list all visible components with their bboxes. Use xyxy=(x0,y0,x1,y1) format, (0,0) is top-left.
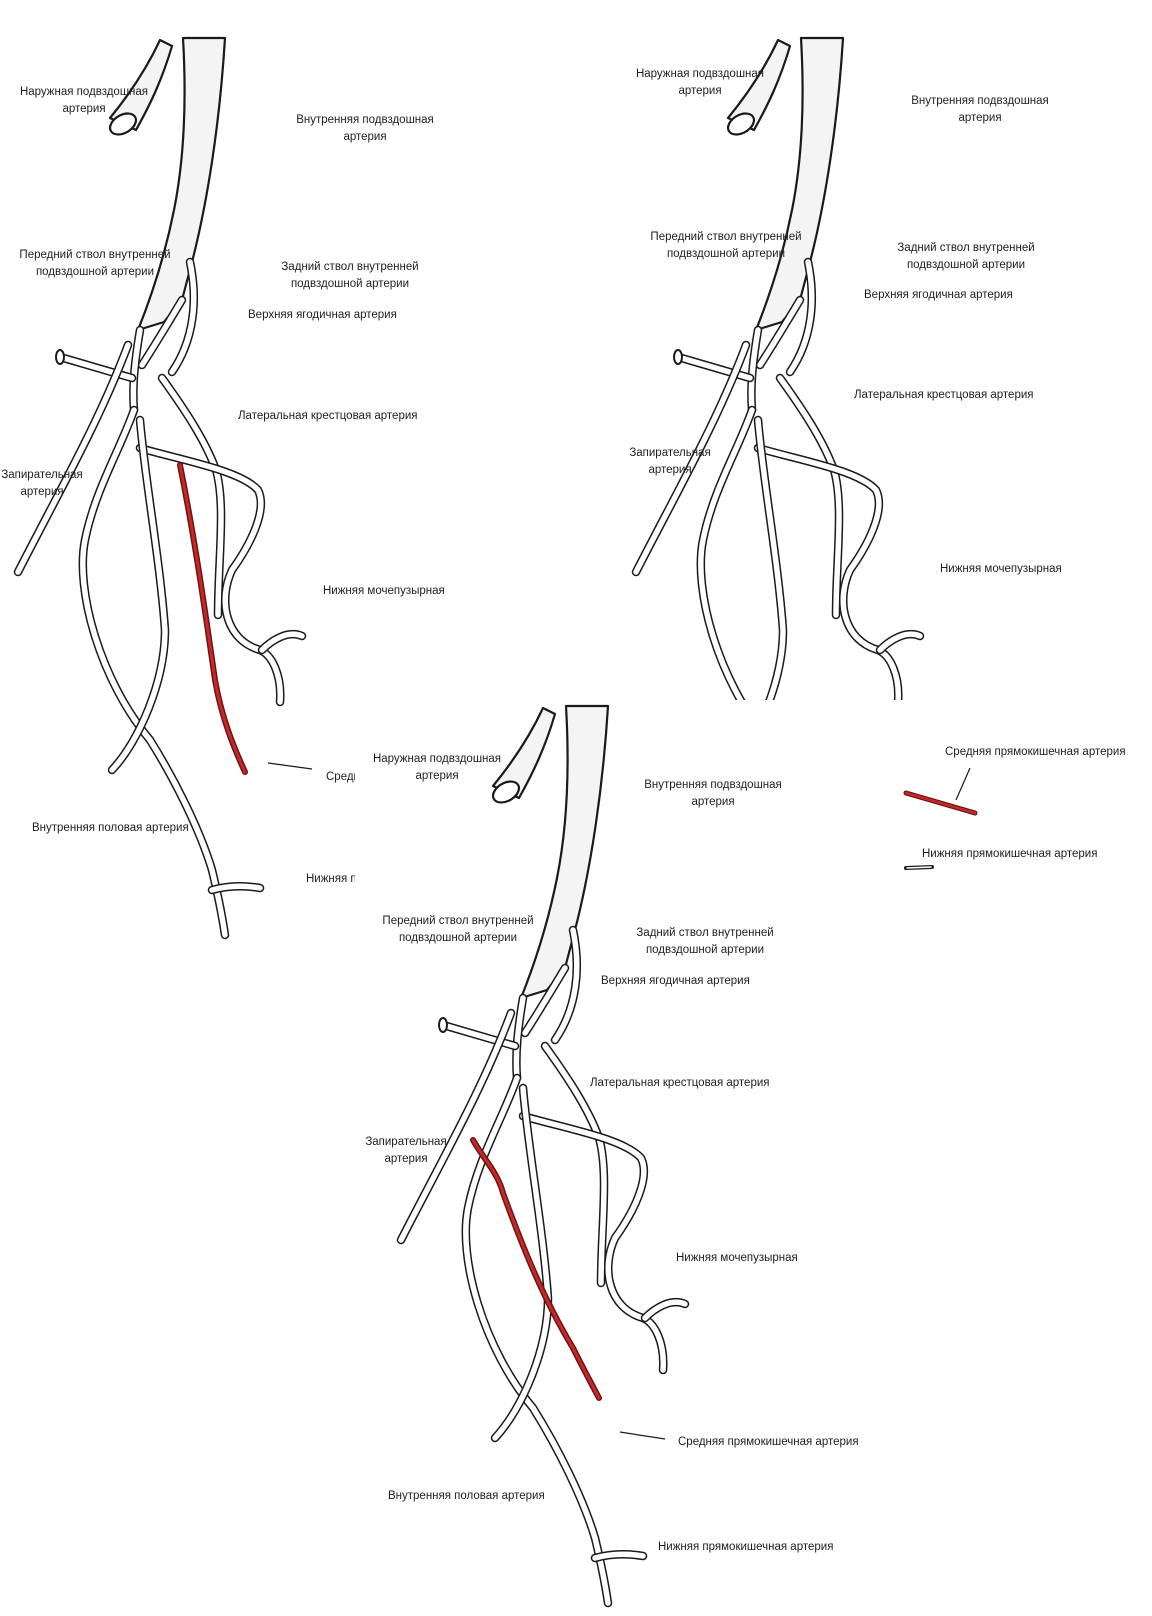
svg-text:Нижняя п: Нижняя п xyxy=(306,873,357,885)
svg-text:артерия: артерия xyxy=(343,131,386,143)
svg-text:Средняя прямокишечная артерия: Средняя прямокишечная артерия xyxy=(678,1436,859,1448)
svg-text:артерия: артерия xyxy=(384,1153,427,1165)
svg-text:Запирательная: Запирательная xyxy=(629,447,710,459)
label-posterior-trunk-1: Задний ствол внутренней xyxy=(636,927,773,939)
svg-text:Верхняя ягодичная артерия: Верхняя ягодичная артерия xyxy=(601,975,750,987)
svg-text:артерия: артерия xyxy=(958,112,1001,124)
label-obturator-2: артерия xyxy=(20,486,63,498)
svg-text:Задний ствол внутренней: Задний ствол внутренней xyxy=(897,242,1034,254)
label-internal-iliac-2: артерия xyxy=(343,131,386,143)
label-internal-iliac-1: Внутренняя подвздошная xyxy=(296,114,434,126)
label-posterior-trunk-1: Задний ствол внутренней xyxy=(281,261,418,273)
label-superior-gluteal: Верхняя ягодичная артерия xyxy=(864,289,1013,301)
label-anterior-trunk-2: подвздошной артерии xyxy=(36,266,154,278)
label-superior-gluteal: Верхняя ягодичная артерия xyxy=(248,309,397,321)
label-inferior-rectal: Нижняя прямокишечная артерия xyxy=(658,1541,833,1553)
label-middle-rectal-cut: Средн xyxy=(326,771,360,783)
label-posterior-trunk-2: подвздошной артерии xyxy=(907,259,1025,271)
label-external-iliac-1: Наружная подвздошная xyxy=(636,68,764,80)
label-internal-iliac-1: Внутренняя подвздошная xyxy=(644,779,782,791)
svg-text:Латеральная крестцовая артерия: Латеральная крестцовая артерия xyxy=(590,1077,770,1089)
svg-text:Запирательная: Запирательная xyxy=(365,1136,446,1148)
svg-text:Передний ствол внутренней: Передний ствол внутренней xyxy=(650,231,801,243)
label-anterior-trunk-1: Передний ствол внутренней xyxy=(382,915,533,927)
svg-text:подвздошной артерии: подвздошной артерии xyxy=(646,944,764,956)
svg-text:Передний ствол внутренней: Передний ствол внутренней xyxy=(382,915,533,927)
label-obturator-1: Запирательная xyxy=(1,469,82,481)
svg-text:Верхняя ягодичная артерия: Верхняя ягодичная артерия xyxy=(864,289,1013,301)
legend-middle-rectal-label: Средняя прямокишечная артерия xyxy=(945,746,1126,758)
svg-text:подвздошной артерии: подвздошной артерии xyxy=(399,932,517,944)
svg-text:Задний ствол внутренней: Задний ствол внутренней xyxy=(281,261,418,273)
svg-text:подвздошной артерии: подвздошной артерии xyxy=(36,266,154,278)
svg-text:Внутренняя подвздошная: Внутренняя подвздошная xyxy=(911,95,1049,107)
svg-text:подвздошной артерии: подвздошной артерии xyxy=(907,259,1025,271)
svg-text:артерия: артерия xyxy=(691,796,734,808)
label-posterior-trunk-2: подвздошной артерии xyxy=(291,278,409,290)
label-obturator-2: артерия xyxy=(384,1153,427,1165)
label-middle-rectal: Средняя прямокишечная артерия xyxy=(678,1436,859,1448)
label-inferior-vesical: Нижняя мочепузырная xyxy=(676,1252,798,1264)
panel-bottom xyxy=(355,700,895,1616)
label-superior-gluteal: Верхняя ягодичная артерия xyxy=(601,975,750,987)
svg-text:подвздошной артерии: подвздошной артерии xyxy=(291,278,409,290)
svg-text:Верхняя ягодичная артерия: Верхняя ягодичная артерия xyxy=(248,309,397,321)
svg-text:Наружная подвздошная: Наружная подвздошная xyxy=(20,86,148,98)
label-anterior-trunk-2: подвздошной артерии xyxy=(399,932,517,944)
label-external-iliac-2: артерия xyxy=(415,770,458,782)
svg-text:подвздошной артерии: подвздошной артерии xyxy=(667,248,785,260)
svg-text:Внутренняя подвздошная: Внутренняя подвздошная xyxy=(644,779,782,791)
svg-text:Нижняя мочепузырная: Нижняя мочепузырная xyxy=(323,585,445,597)
label-lateral-sacral: Латеральная крестцовая артерия xyxy=(590,1077,770,1089)
label-obturator-1: Запирательная xyxy=(629,447,710,459)
label-inferior-rectal-cut: Нижняя п xyxy=(306,873,357,885)
label-lateral-sacral: Латеральная крестцовая артерия xyxy=(238,410,418,422)
svg-text:артерия: артерия xyxy=(648,464,691,476)
label-posterior-trunk-1: Задний ствол внутренней xyxy=(897,242,1034,254)
svg-text:артерия: артерия xyxy=(678,85,721,97)
svg-text:артерия: артерия xyxy=(20,486,63,498)
label-obturator-2: артерия xyxy=(648,464,691,476)
label-external-iliac-2: артерия xyxy=(62,103,105,115)
labels-top-right: Наружная подвздошная артерия Внутренняя … xyxy=(629,68,1061,575)
svg-text:Нижняя мочепузырная: Нижняя мочепузырная xyxy=(676,1252,798,1264)
svg-text:Нижняя мочепузырная: Нижняя мочепузырная xyxy=(940,563,1062,575)
label-anterior-trunk-2: подвздошной артерии xyxy=(667,248,785,260)
label-internal-pudendal: Внутренняя половая артерия xyxy=(32,822,189,834)
legend: Средняя прямокишечная артерия Нижняя пря… xyxy=(906,746,1126,868)
label-internal-iliac-1: Внутренняя подвздошная xyxy=(911,95,1049,107)
svg-text:Нижняя прямокишечная артерия: Нижняя прямокишечная артерия xyxy=(658,1541,833,1553)
svg-text:Нижняя прямокишечная артерия: Нижняя прямокишечная артерия xyxy=(922,848,1097,860)
label-inferior-vesical: Нижняя мочепузырная xyxy=(940,563,1062,575)
svg-text:Запирательная: Запирательная xyxy=(1,469,82,481)
svg-text:Средняя прямокишечная артерия: Средняя прямокишечная артерия xyxy=(945,746,1126,758)
svg-text:Внутренняя подвздошная: Внутренняя подвздошная xyxy=(296,114,434,126)
label-internal-iliac-2: артерия xyxy=(958,112,1001,124)
label-external-iliac-1: Наружная подвздошная xyxy=(20,86,148,98)
label-internal-pudendal: Внутренняя половая артерия xyxy=(388,1490,545,1502)
svg-text:артерия: артерия xyxy=(62,103,105,115)
label-inferior-vesical: Нижняя мочепузырная xyxy=(323,585,445,597)
svg-text:Средн: Средн xyxy=(326,771,360,783)
svg-text:Наружная подвздошная: Наружная подвздошная xyxy=(373,753,501,765)
svg-text:Внутренняя половая артерия: Внутренняя половая артерия xyxy=(388,1490,545,1502)
label-posterior-trunk-2: подвздошной артерии xyxy=(646,944,764,956)
svg-text:Латеральная крестцовая артерия: Латеральная крестцовая артерия xyxy=(238,410,418,422)
label-external-iliac-2: артерия xyxy=(678,85,721,97)
svg-text:Наружная подвздошная: Наружная подвздошная xyxy=(636,68,764,80)
svg-text:Задний ствол внутренней: Задний ствол внутренней xyxy=(636,927,773,939)
label-lateral-sacral: Латеральная крестцовая артерия xyxy=(854,389,1034,401)
label-anterior-trunk-1: Передний ствол внутренней xyxy=(19,249,170,261)
label-anterior-trunk-1: Передний ствол внутренней xyxy=(650,231,801,243)
svg-text:артерия: артерия xyxy=(415,770,458,782)
label-obturator-1: Запирательная xyxy=(365,1136,446,1148)
legend-inferior-rectal-label: Нижняя прямокишечная артерия xyxy=(922,848,1097,860)
label-internal-iliac-2: артерия xyxy=(691,796,734,808)
svg-text:Передний ствол внутренней: Передний ствол внутренней xyxy=(19,249,170,261)
svg-text:Внутренняя половая артерия: Внутренняя половая артерия xyxy=(32,822,189,834)
label-external-iliac-1: Наружная подвздошная xyxy=(373,753,501,765)
svg-text:Латеральная крестцовая артерия: Латеральная крестцовая артерия xyxy=(854,389,1034,401)
